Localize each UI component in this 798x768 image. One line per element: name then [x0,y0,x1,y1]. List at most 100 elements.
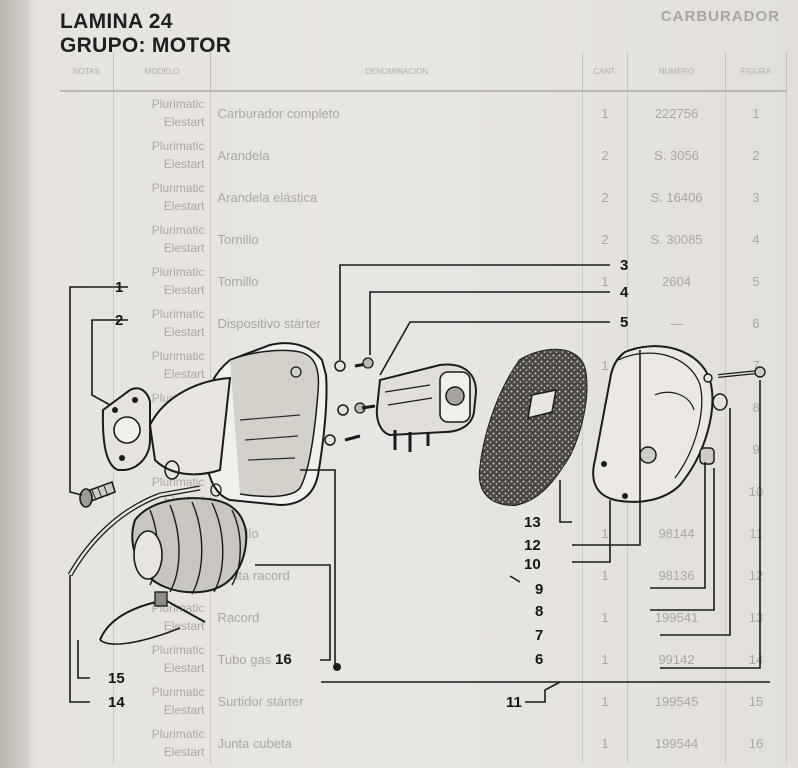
cell-modelo: Plurimatic Elestart [113,176,212,218]
cell-numero: S. 16406 [627,176,726,218]
col-header-cant: CANT. [582,52,629,92]
cell-cant [582,302,629,344]
col-header-modelo: MODELO [113,52,212,92]
callout-6: 6 [535,651,543,668]
cell-numero: 98144 [627,512,726,554]
fuel-pipe [67,485,201,577]
section-title-ghost: CARBURADOR [660,8,780,25]
filter-cover [592,345,714,503]
page-curl-shadow [0,0,30,768]
callout-8: 8 [535,603,543,620]
leader-lines [69,264,770,703]
cell-numero: — [627,302,726,344]
cell-modelo: Plurimatic Elestart [113,680,212,722]
lamina-title: LAMINA 24 [60,10,173,33]
cell-figura: 3 [725,176,788,218]
cell-cant: 1 [582,722,629,764]
cell-notas [60,344,114,386]
cell-cant: 2 [582,134,629,176]
cell-notas [60,638,114,680]
cell-figura: 12 [725,554,788,596]
cell-denominacion: Arandela elástica [210,176,583,218]
cell-denominacion: Tubo gas [210,638,583,680]
cell-numero: 199541 [627,596,726,638]
cell-modelo: Plurimatic Elestart [113,134,212,176]
cell-figura: 2 [725,134,788,176]
cell-numero: 222756 [627,91,726,134]
cell-denominacion: Carburador completo [210,91,583,134]
cell-notas [60,260,114,302]
callout-10: 10 [524,556,541,573]
cell-figura: 6 [725,302,788,344]
callout-9: 9 [535,581,543,598]
cell-modelo: Plurimatic Elestart [113,302,212,344]
cell-denominacion: Surtidor stárter [210,680,583,722]
cell-cant: 1 [582,554,629,596]
callout-16: 16 [275,651,292,668]
starter-device [375,363,478,452]
cell-numero: 199544 [627,722,726,764]
gasket-plate [101,387,151,471]
cell-cant: 1 [582,638,629,680]
cell-denominacion: Tornillo [210,512,583,554]
cell-notas [60,91,114,134]
air-filter-foam [478,348,588,507]
cell-numero: S. 30085 [627,218,726,260]
cell-figura: 7 [725,344,788,386]
cell-modelo: Plurimatic Elestart [113,218,212,260]
callout-11: 11 [506,694,522,711]
cell-cant: 1 [582,512,629,554]
cell-denominacion: Junta cubeta [210,722,583,764]
cell-denominacion: Racord [210,596,583,638]
cell-modelo: Plurimatic Elestart [113,260,212,302]
callout-4: 4 [620,284,629,301]
callout-7: 7 [535,627,543,644]
cell-notas [60,176,114,218]
cell-numero: 98136 [627,554,726,596]
cell-cant: 1 [582,91,629,134]
cable-clip [99,591,206,645]
callout-14: 14 [108,694,125,711]
cell-numero: 2604 [627,260,726,302]
col-header-figura: FIGURA [725,52,788,92]
table-header-row: NOTAS MODELO DENOMINACION CANT. NUMERO F… [60,52,788,92]
cell-cant: 1 [582,260,629,302]
cell-figura: 8 [725,386,788,428]
cell-modelo: Plurimatic Elestart [113,722,212,764]
callout-2: 2 [115,312,123,329]
col-header-denominacion: DENOMINACION [210,52,583,92]
cell-cant: 1 [582,680,629,722]
cell-notas [60,554,114,596]
cell-figura: 16 [725,722,788,764]
callout-5: 5 [620,314,628,331]
cell-cant: 2 [582,218,629,260]
screw-1 [79,480,116,508]
callout-13: 13 [524,514,541,531]
cell-notas [60,302,114,344]
cell-cant: 1 [582,596,629,638]
carburetor-body-shell [148,342,328,507]
cell-denominacion: Tornillo [210,260,583,302]
cell-denominacion: Tornillo [210,218,583,260]
col-header-notas: NOTAS [60,52,114,92]
cell-notas [60,680,114,722]
cell-figura: 4 [725,218,788,260]
cell-numero: 199545 [627,680,726,722]
cell-figura: 15 [725,680,788,722]
callout-15: 15 [108,670,125,687]
grupo-title: GRUPO: MOTOR [60,34,232,57]
callout-3: 3 [620,257,628,274]
cell-notas [60,218,114,260]
cell-figura: 10 [725,470,788,512]
callout-labels: 1 2 3 4 5 6 7 8 9 10 11 12 13 14 15 16 [108,257,629,711]
